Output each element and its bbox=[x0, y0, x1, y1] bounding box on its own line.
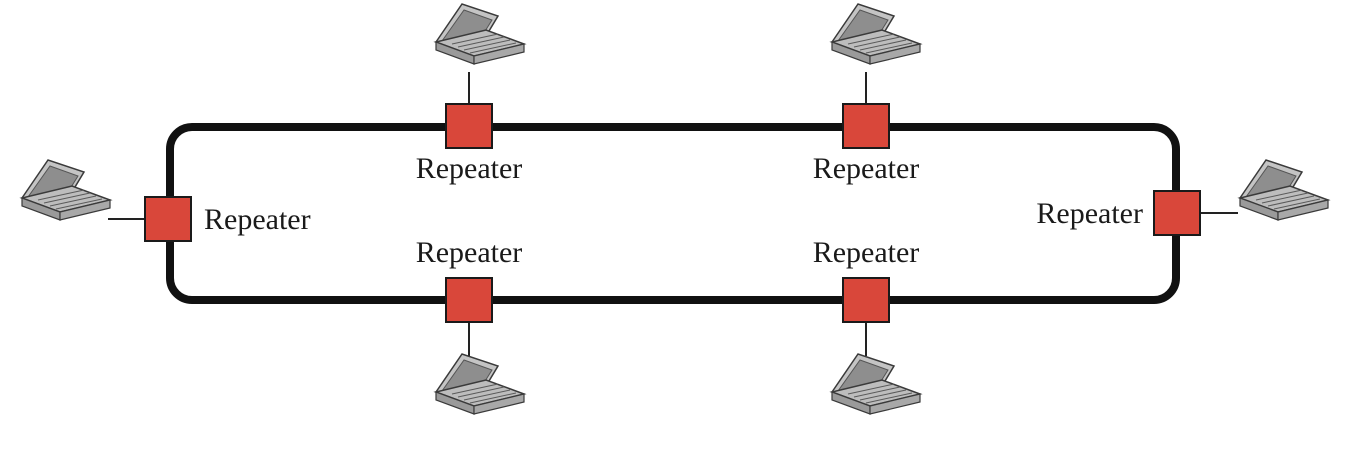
repeater-label-bottom-left: Repeater bbox=[416, 236, 523, 269]
repeater-square-icon bbox=[1153, 190, 1201, 236]
repeater-label-right: Repeater bbox=[1036, 197, 1143, 230]
station-links bbox=[108, 72, 1238, 356]
repeater-square-icon bbox=[144, 196, 192, 242]
ring-cable bbox=[166, 123, 1180, 304]
laptop-icon bbox=[831, 353, 921, 415]
repeater-label-top-right: Repeater bbox=[813, 152, 920, 185]
repeater-square-icon bbox=[445, 103, 493, 149]
laptop-icon bbox=[435, 3, 525, 65]
laptop-icon bbox=[21, 159, 111, 221]
repeater-label-top-left: Repeater bbox=[416, 152, 523, 185]
repeater-label-left: Repeater bbox=[204, 203, 311, 236]
repeater-square-icon bbox=[445, 277, 493, 323]
laptop-icon bbox=[1239, 159, 1329, 221]
repeater-label-bottom-right: Repeater bbox=[813, 236, 920, 269]
repeater-square-icon bbox=[842, 277, 890, 323]
laptop-icon bbox=[435, 353, 525, 415]
repeater-square-icon bbox=[842, 103, 890, 149]
laptop-icon bbox=[831, 3, 921, 65]
